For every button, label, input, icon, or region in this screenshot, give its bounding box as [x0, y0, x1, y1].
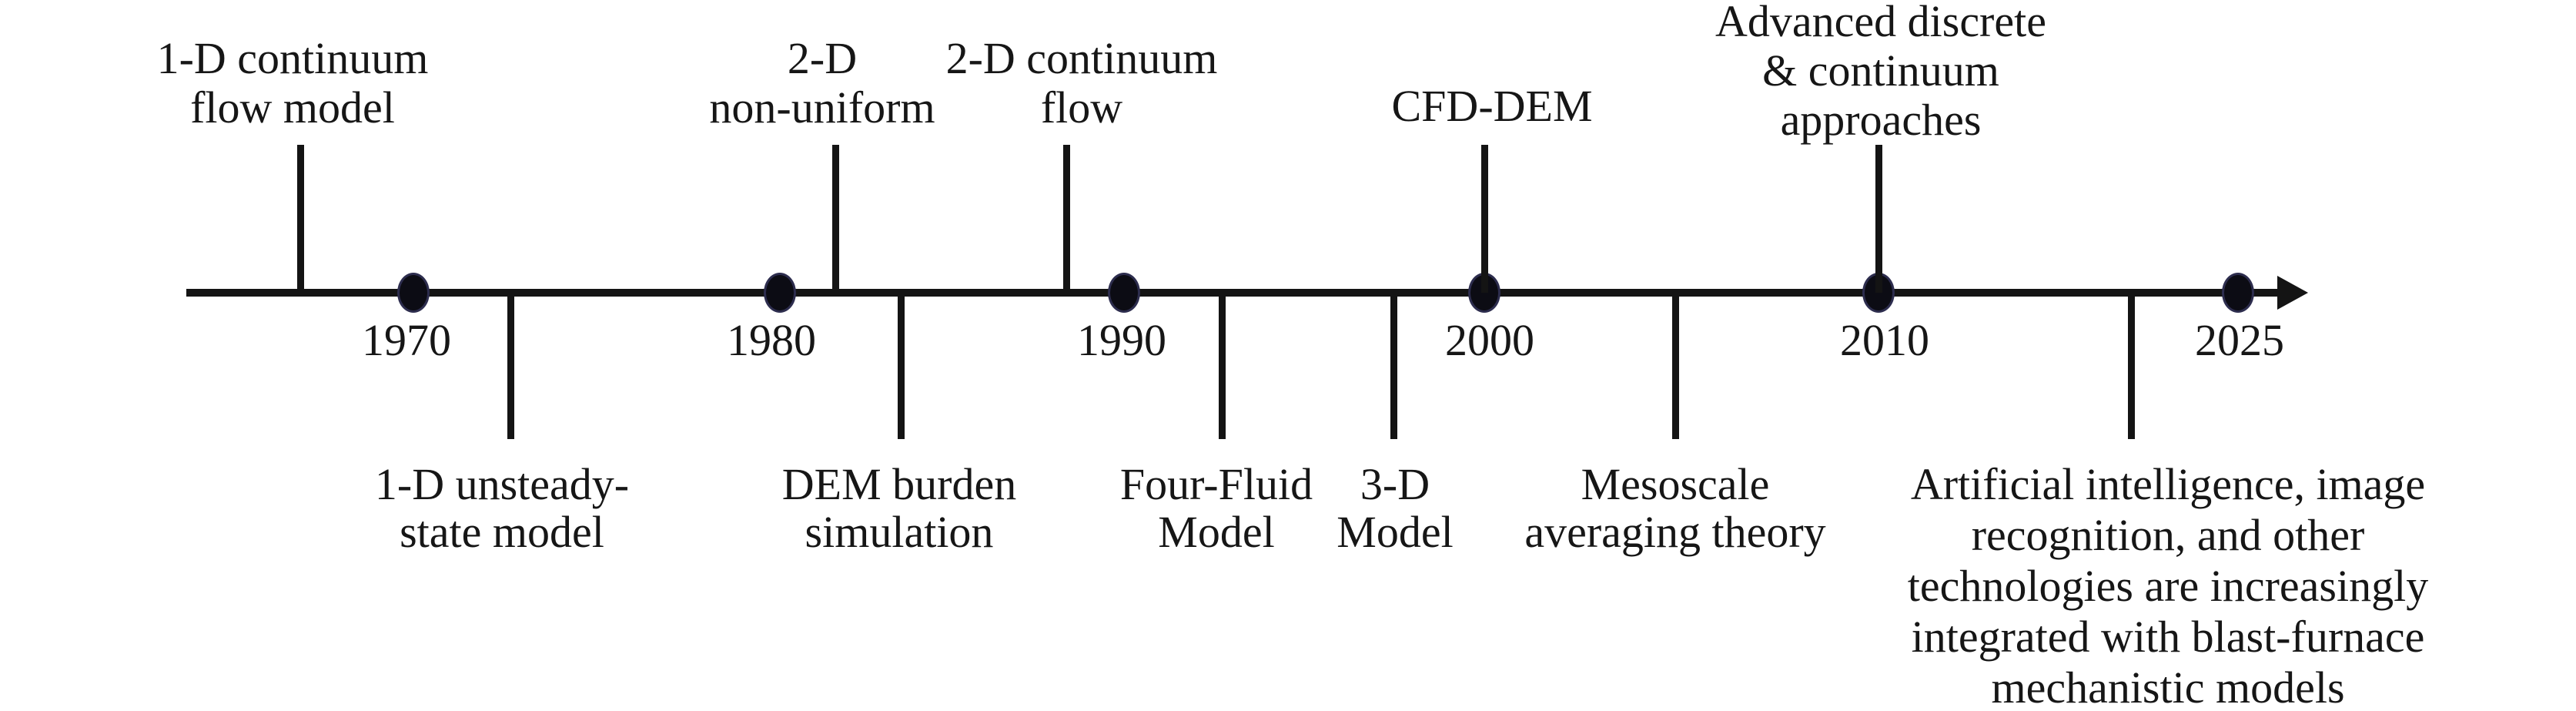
event-label-above: Advanced discrete & continuum approaches — [1715, 0, 2046, 145]
event-label-below: Artificial intelligence, image recogniti… — [1907, 459, 2429, 711]
event-tick-above — [297, 145, 304, 293]
axis-arrowhead-icon — [2277, 276, 2308, 310]
event-tick-above — [1063, 145, 1070, 293]
event-label-below: 3-D Model — [1337, 459, 1454, 557]
timeline-axis — [186, 289, 2279, 297]
event-tick-below — [1219, 293, 1226, 439]
year-dot — [2222, 273, 2254, 313]
event-label-below: 1-D unsteady- state model — [374, 459, 630, 557]
year-label: 1980 — [727, 315, 816, 365]
event-label-above: CFD-DEM — [1391, 81, 1593, 131]
year-dot — [1108, 273, 1140, 313]
event-tick-above — [832, 145, 839, 293]
year-label: 2025 — [2195, 315, 2284, 365]
year-label: 2000 — [1445, 315, 1534, 365]
event-tick-above — [1875, 145, 1882, 293]
event-tick-below — [1672, 293, 1679, 439]
event-tick-below — [2128, 293, 2135, 439]
event-label-below: Mesoscale averaging theory — [1524, 459, 1826, 557]
year-dot — [397, 273, 430, 313]
event-tick-below — [898, 293, 905, 439]
event-label-above: 2-D continuum flow — [945, 33, 1218, 132]
event-label-below: DEM burden simulation — [781, 459, 1017, 557]
event-tick-above — [1481, 145, 1488, 293]
event-label-above: 1-D continuum flow model — [156, 33, 429, 132]
year-dot — [764, 273, 796, 313]
year-label: 1990 — [1077, 315, 1166, 365]
year-label: 2010 — [1840, 315, 1929, 365]
event-tick-below — [1390, 293, 1397, 439]
event-tick-below — [507, 293, 514, 439]
year-label: 1970 — [362, 315, 451, 365]
event-label-below: Four-Fluid Model — [1119, 459, 1313, 557]
event-label-above: 2-D non-uniform — [709, 33, 935, 132]
